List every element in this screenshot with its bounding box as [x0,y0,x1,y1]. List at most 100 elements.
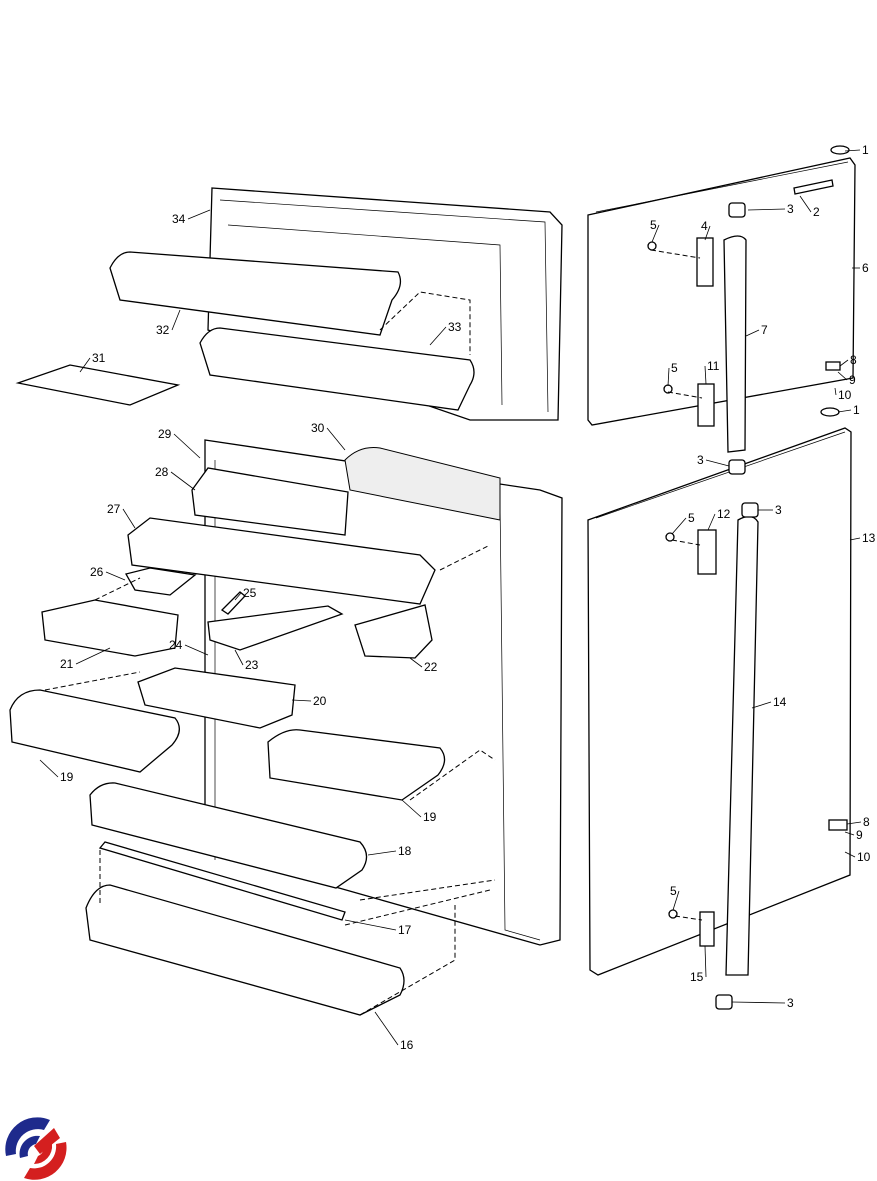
callout-leader [667,367,670,387]
callout-5: 5 [670,884,677,898]
callout-16: 16 [400,1038,414,1052]
callout-32: 32 [156,323,170,337]
callout-1: 1 [862,143,869,157]
callout-21: 21 [60,657,74,671]
callout-15: 15 [690,970,704,984]
callout-leader [291,699,312,702]
callout-14: 14 [773,695,787,709]
callout-leader [75,647,111,665]
bin-22 [354,604,433,659]
callout-19: 19 [423,810,437,824]
callout-28: 28 [155,465,169,479]
fridge-door [587,427,852,976]
door-shelf-32-lower [199,327,475,411]
callout-leader [326,427,346,451]
callout-leader [704,225,711,241]
assembly-guides [44,249,703,1016]
callout-leader [79,357,91,373]
callout-leader [39,759,59,778]
callout-leader [401,799,422,818]
brand-logo [5,1117,67,1180]
callout-17: 17 [398,923,412,937]
crisper-cover-28 [191,467,349,536]
callout-18: 18 [398,844,412,858]
callout-11: 11 [707,359,720,373]
callout-13: 13 [862,531,876,545]
callout-leader [844,851,856,858]
callout-19: 19 [60,770,74,784]
bracket-26 [125,567,197,596]
callout-5: 5 [688,511,695,525]
callout-34: 34 [172,212,186,226]
part-25 [220,591,246,615]
callout-31: 31 [92,351,106,365]
callout-24: 24 [169,638,183,652]
callout-leader [844,149,861,152]
callout-10: 10 [838,388,852,402]
callout-9: 9 [849,373,856,387]
callout-leader [672,890,680,911]
callout-3: 3 [697,453,704,467]
callout-leader [173,433,201,459]
shelf-rail-23 [207,605,344,651]
door-bin-18 [89,782,368,889]
callout-10: 10 [857,850,871,864]
callout-leader [705,459,730,467]
rack-17 [98,841,346,921]
callout-27: 27 [107,502,121,516]
callout-leader [429,326,447,346]
callout-4: 4 [701,219,708,233]
callout-30: 30 [311,421,325,435]
callout-3: 3 [787,202,794,216]
callout-leader [184,644,209,656]
callout-leader [671,517,687,535]
callout-leader [704,365,707,385]
callout-22: 22 [424,660,438,674]
callout-leader [171,309,181,331]
drawer-21 [41,599,179,657]
door-bin-16 [85,884,405,1016]
callout-leader [751,701,772,709]
callout-leader [731,1001,786,1004]
callout-3: 3 [787,996,794,1010]
callout-leader [344,919,397,931]
door-bin-19-left [9,689,180,773]
callout-leader [374,1011,399,1046]
callout-leader [844,831,855,836]
callout-leader [839,359,849,367]
drawer-20 [137,667,296,729]
callout-9: 9 [856,828,863,842]
callout-5: 5 [671,361,678,375]
callout-6: 6 [862,261,869,275]
callout-leader [367,850,397,856]
callout-leader [799,195,812,213]
callout-8: 8 [863,815,870,829]
callout-leader [849,537,861,541]
freezer-door [587,157,856,426]
callout-leader [234,592,242,601]
callout-33: 33 [448,320,462,334]
callout-26: 26 [90,565,104,579]
cover-30 [344,447,501,521]
callout-2: 2 [813,205,820,219]
callout-8: 8 [850,353,857,367]
egg-tray [15,364,181,406]
callout-leader [170,471,196,491]
callout-5: 5 [650,218,657,232]
callout-leader [846,821,862,825]
callout-29: 29 [158,427,172,441]
door-bin-19-right [267,729,446,801]
callout-20: 20 [313,694,327,708]
callout-25: 25 [243,586,257,600]
hinge-parts [647,145,850,1010]
callout-3: 3 [775,503,782,517]
callout-leader [745,329,760,337]
callout-leader [747,208,786,211]
callout-leader [105,571,126,581]
door-gasket-7 [723,235,747,453]
callout-leader [409,657,423,668]
callout-leader [837,371,848,381]
callout-leader [122,508,136,529]
